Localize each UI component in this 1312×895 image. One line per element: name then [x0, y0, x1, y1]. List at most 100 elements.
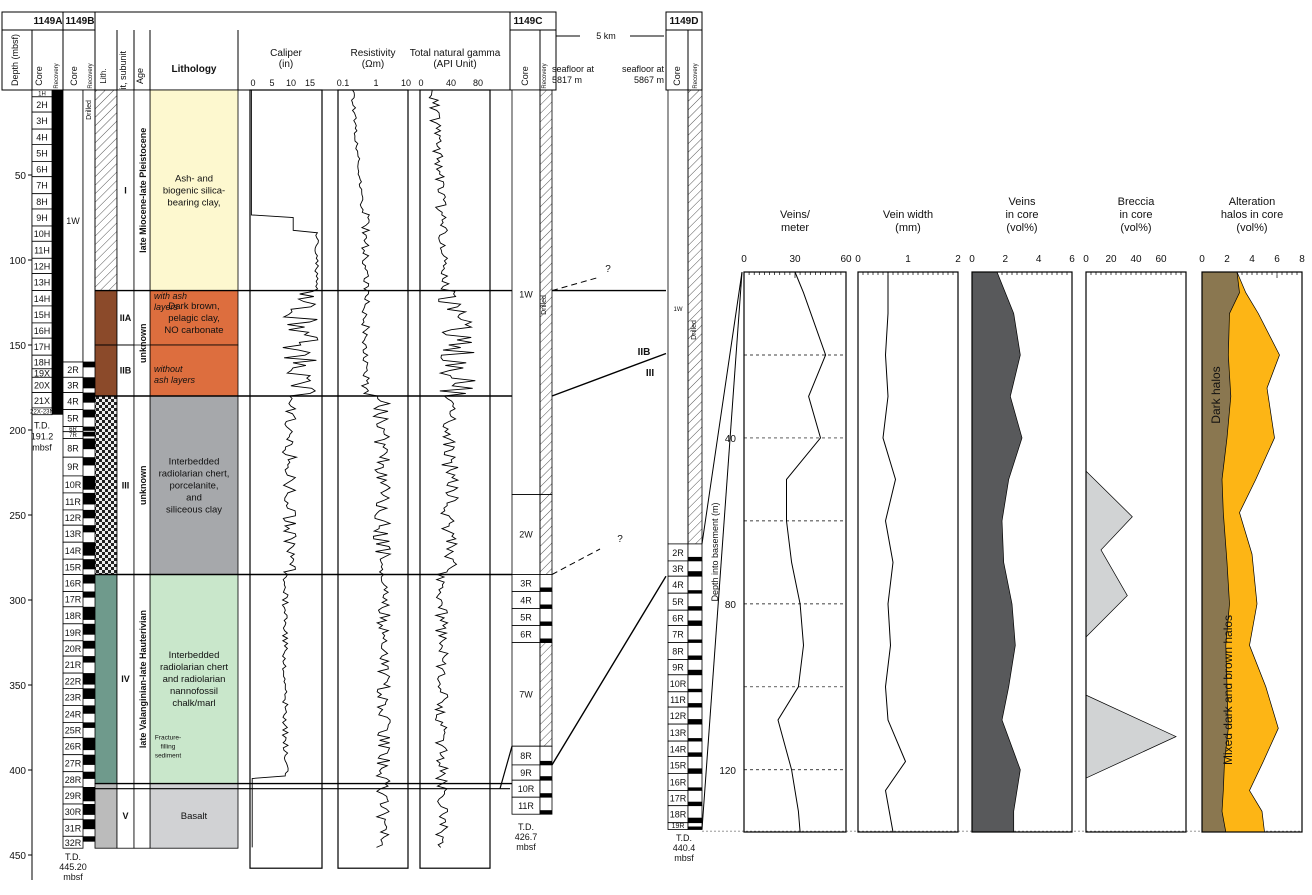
core-label: 10R	[670, 679, 687, 689]
core-label: 18R	[670, 810, 687, 820]
core-label: 4R	[67, 397, 79, 407]
depth-tick-label: 300	[9, 596, 26, 607]
recovery-bar	[540, 793, 552, 798]
panel-x-tick: 6	[1274, 254, 1280, 265]
lith-pattern	[94, 344, 118, 397]
core-label: 22X-23N	[30, 409, 54, 415]
recovery-bar	[688, 719, 702, 725]
td-label: mbsf	[63, 872, 83, 882]
halo-label: Mixed dark and brown halos	[1221, 615, 1235, 765]
core-label: 22R	[65, 676, 82, 686]
core-label: 16R	[670, 777, 687, 787]
core-label: 12R	[670, 711, 687, 721]
unit-label: IIA	[120, 313, 132, 323]
panel-title: (mm)	[895, 222, 921, 234]
basement-depth-tick: 80	[725, 600, 737, 611]
recovery-bar	[83, 492, 95, 505]
hole-1149A-label: 1149A	[34, 16, 63, 27]
core-label: 13R	[65, 529, 82, 539]
core-label: 12R	[65, 513, 82, 523]
lithology-description: siliceous clay	[166, 504, 222, 515]
panel-title: Veins	[1009, 196, 1036, 208]
lith-note: layers	[154, 302, 179, 312]
recovery-bar	[688, 787, 702, 791]
core-label: 32R	[65, 838, 82, 848]
core-label: 17R	[670, 794, 687, 804]
recovery-bar	[83, 438, 95, 450]
core-header: Core	[69, 66, 79, 86]
core-label: 13H	[34, 278, 51, 288]
recovery-bar	[688, 669, 702, 675]
depth-tick-label: 350	[9, 681, 26, 692]
core-label: 19R	[65, 628, 82, 638]
core-label: 10H	[34, 229, 51, 239]
depth-tick-label: 150	[9, 341, 26, 352]
age-label: late Miocene-late Pleistocene	[138, 128, 148, 253]
lithology-description: chalk/marl	[172, 698, 215, 709]
core-label: 19X	[34, 369, 50, 379]
log-tick-label: 80	[473, 78, 483, 88]
core-label: 9R	[672, 663, 684, 673]
td-label: 426.7	[515, 832, 538, 842]
core-label: 30R	[65, 807, 82, 817]
core-label: 8R	[672, 647, 684, 657]
lithology-description: biogenic silica-	[163, 185, 225, 196]
lithology-description: radiolarian chert	[160, 662, 228, 673]
log-track	[249, 89, 323, 869]
core-label: 15H	[34, 310, 51, 320]
recovery-bar	[83, 542, 95, 556]
core-cell	[62, 835, 84, 849]
basement-depth-tick: 120	[719, 766, 736, 777]
drilled-label: Drilled	[86, 100, 93, 120]
lithology-description: Dark brown,	[168, 301, 219, 312]
core-label: 11R	[518, 801, 534, 811]
recovery-bar	[540, 760, 552, 765]
depth-tick-label: 450	[9, 851, 26, 862]
core-label: 14R	[670, 744, 687, 754]
core-label: 21X	[34, 396, 50, 406]
correlation-unit-label: IIB	[638, 347, 651, 358]
core-label: 5R	[67, 414, 79, 424]
core-label: 6R	[69, 427, 77, 433]
core-label: 10R	[518, 784, 535, 794]
lith-header: Lith.	[99, 68, 108, 83]
td-label: T.D.	[34, 421, 50, 431]
recovery-bar	[83, 623, 95, 635]
depth-tick-label: 250	[9, 511, 26, 522]
lith-note: without	[154, 364, 183, 374]
basement-depth-tick: 40	[725, 434, 737, 445]
lithology-description: bearing clay,	[167, 197, 220, 208]
log-tick-label: 0	[418, 78, 423, 88]
recovery-bar	[688, 703, 702, 708]
panel-title: Veins/	[780, 209, 811, 221]
seafloor-label: seafloor at	[552, 64, 595, 74]
log-title: Total natural gamma	[410, 48, 501, 59]
recovery-bar	[688, 571, 702, 577]
td-label: T.D.	[676, 833, 692, 843]
correlation-unit-label: III	[646, 368, 655, 379]
td-label: mbsf	[32, 443, 52, 453]
core-cell	[511, 89, 541, 496]
core-header: Core	[34, 66, 44, 86]
lithology-description: Basalt	[181, 811, 208, 822]
td-label: 440.4	[673, 843, 696, 853]
panel-x-tick: 1	[905, 254, 911, 265]
core-label: 8H	[36, 197, 48, 207]
recovery-bar	[688, 688, 702, 692]
core-label: 2W	[519, 530, 533, 540]
lith-note: filling	[161, 743, 176, 750]
core-label: 2R	[672, 548, 684, 558]
core-label: 27R	[65, 759, 82, 769]
recovery-bar	[83, 426, 95, 431]
lithology-description: pelagic clay,	[168, 313, 220, 324]
core-label: 14R	[65, 546, 82, 556]
panel-area	[971, 271, 1023, 833]
recovery-bar	[688, 556, 702, 561]
core-label: 4R	[520, 596, 532, 606]
recovery-bar	[83, 737, 95, 751]
core-label: 21R	[65, 660, 82, 670]
hole-1149C-label: 1149C	[514, 16, 543, 27]
core-label: 3R	[672, 564, 684, 574]
panel-title: in core	[1119, 209, 1152, 221]
core-label: 2R	[67, 365, 79, 375]
